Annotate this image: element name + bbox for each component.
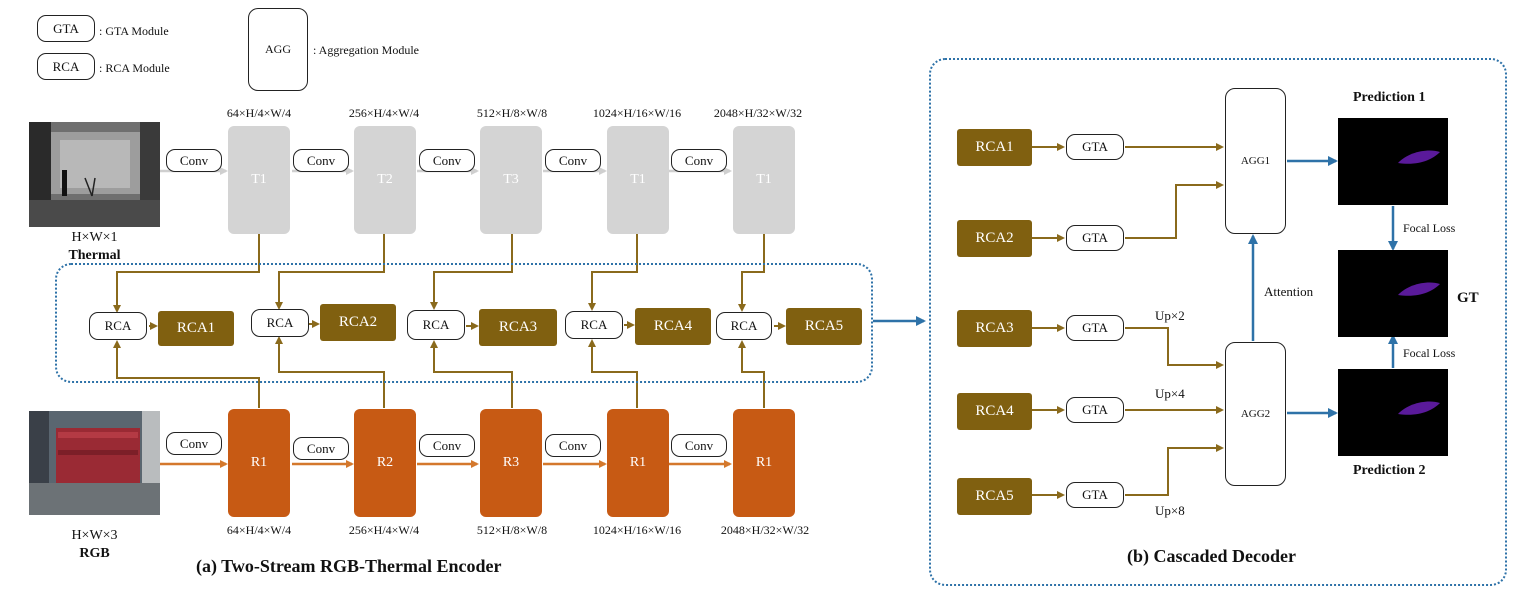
decoder-rca-1: RCA1 (957, 129, 1032, 166)
rca-fusion-region (55, 263, 873, 383)
thermal-stage-1: T1 (228, 126, 290, 234)
prediction-2-label: Prediction 2 (1353, 463, 1426, 478)
decoder-gta-2: GTA (1066, 225, 1124, 251)
rgb-name: RGB (79, 546, 110, 561)
rgb-stage-2: R2 (354, 409, 416, 517)
decoder-rca-2: RCA2 (957, 220, 1032, 257)
focal-loss-1: Focal Loss (1403, 221, 1456, 235)
gt-label: GT (1457, 290, 1479, 306)
rgb-dim-3: 512×H/8×W/8 (476, 523, 548, 537)
attention-label: Attention (1264, 284, 1314, 299)
prediction-1-label: Prediction 1 (1353, 90, 1426, 105)
thermal-image (29, 122, 160, 227)
thermal-dim-5: 2048×H/32×W/32 (713, 106, 803, 120)
focal-loss-2: Focal Loss (1403, 346, 1456, 360)
thermal-name: Thermal (68, 248, 121, 263)
thermal-dim-1: 64×H/4×W/4 (226, 106, 292, 120)
agg2-module: AGG2 (1225, 342, 1286, 486)
thermal-conv-5: Conv (671, 149, 727, 172)
thermal-size: H×W×1 (71, 230, 118, 245)
prediction-masks (1338, 118, 1448, 456)
thermal-conv-4: Conv (545, 149, 601, 172)
decoder-rca-3: RCA3 (957, 310, 1032, 347)
agg1-module: AGG1 (1225, 88, 1286, 234)
up4-label: Up×4 (1155, 386, 1185, 401)
thermal-stage-5: T1 (733, 126, 795, 234)
decoder-gta-4: GTA (1066, 397, 1124, 423)
rca-output-1: RCA1 (158, 311, 234, 346)
rgb-conv-4: Conv (545, 434, 601, 457)
legend-rca-box: RCA (37, 53, 95, 80)
rca-output-2: RCA2 (320, 304, 396, 341)
rca-output-4: RCA4 (635, 308, 711, 345)
encoder-caption: (a) Two-Stream RGB-Thermal Encoder (196, 556, 502, 576)
rgb-conv-1: Conv (166, 432, 222, 455)
rgb-dim-5: 2048×H/32×W/32 (720, 523, 810, 537)
decoder-gta-1: GTA (1066, 134, 1124, 160)
rca-module-5: RCA (716, 312, 772, 340)
thermal-conv-1: Conv (166, 149, 222, 172)
rgb-stage-5: R1 (733, 409, 795, 517)
rgb-dim-1: 64×H/4×W/4 (226, 523, 292, 537)
rca-module-4: RCA (565, 311, 623, 339)
rca-output-5: RCA5 (786, 308, 862, 345)
rca-module-3: RCA (407, 310, 465, 340)
rgb-size: H×W×3 (71, 528, 118, 543)
decoder-gta-3: GTA (1066, 315, 1124, 341)
thermal-dim-3: 512×H/8×W/8 (476, 106, 548, 120)
decoder-caption: (b) Cascaded Decoder (1127, 546, 1296, 566)
rca-output-3: RCA3 (479, 309, 557, 346)
thermal-conv-2: Conv (293, 149, 349, 172)
up2-label: Up×2 (1155, 308, 1185, 323)
rgb-dim-4: 1024×H/16×W/16 (592, 523, 682, 537)
rgb-stage-4: R1 (607, 409, 669, 517)
thermal-conv-3: Conv (419, 149, 475, 172)
rca-module-2: RCA (251, 309, 309, 337)
legend-gta-text: : GTA Module (99, 24, 169, 38)
legend-gta-box: GTA (37, 15, 95, 42)
rca-module-1: RCA (89, 312, 147, 340)
decoder-rca-5: RCA5 (957, 478, 1032, 515)
thermal-dim-2: 256×H/4×W/4 (348, 106, 420, 120)
decoder-region (929, 58, 1507, 586)
legend-rca-text: : RCA Module (99, 61, 170, 75)
thermal-dim-4: 1024×H/16×W/16 (592, 106, 682, 120)
rgb-stage-3: R3 (480, 409, 542, 517)
decoder-gta-5: GTA (1066, 482, 1124, 508)
rgb-conv-5: Conv (671, 434, 727, 457)
decoder-rca-4: RCA4 (957, 393, 1032, 430)
rgb-image (29, 411, 160, 515)
thermal-stage-3: T3 (480, 126, 542, 234)
thermal-stage-4: T1 (607, 126, 669, 234)
thermal-stage-2: T2 (354, 126, 416, 234)
legend-agg-text: : Aggregation Module (313, 43, 419, 57)
legend-agg-box: AGG (248, 8, 308, 91)
rgb-conv-2: Conv (293, 437, 349, 460)
rgb-dim-2: 256×H/4×W/4 (348, 523, 420, 537)
rgb-stage-1: R1 (228, 409, 290, 517)
rgb-conv-3: Conv (419, 434, 475, 457)
up8-label: Up×8 (1155, 503, 1185, 518)
